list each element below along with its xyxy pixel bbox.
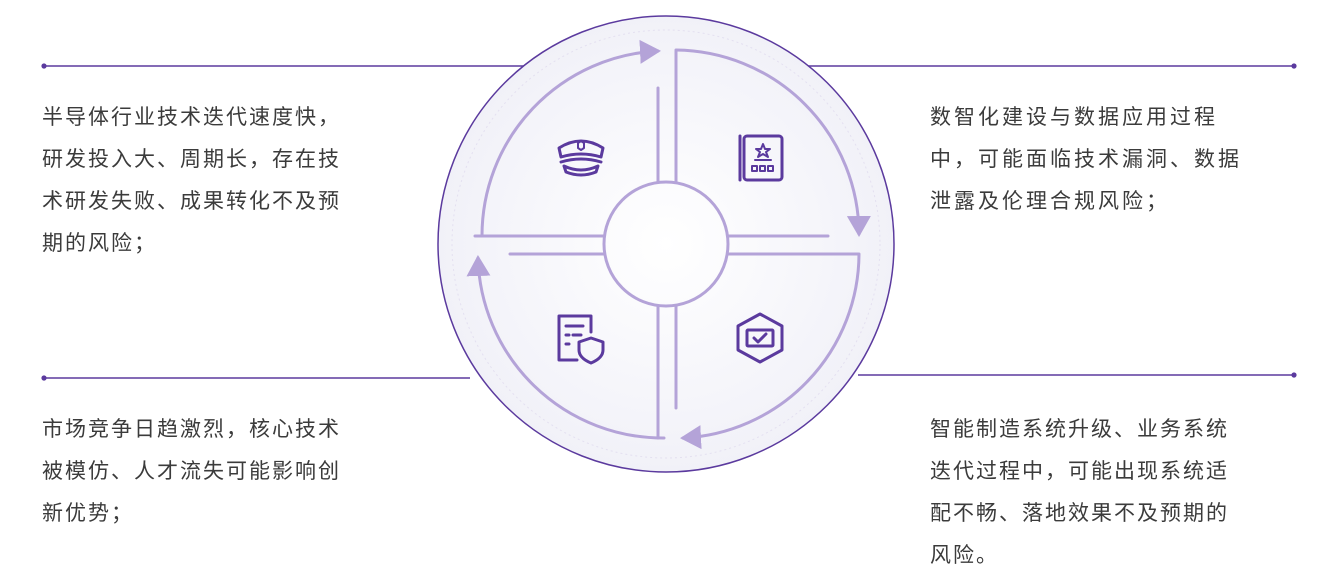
text-line: 市场竞争日趋激烈，核心技术 bbox=[42, 417, 341, 441]
text-line: 迭代过程中，可能出现系统适 bbox=[930, 459, 1229, 483]
connector-top-left bbox=[41, 63, 525, 69]
text-line: 风险。 bbox=[930, 543, 999, 567]
text-line: 中，可能面临技术漏洞、数据 bbox=[930, 147, 1242, 171]
inner-dotted-ring bbox=[451, 29, 881, 459]
hexagon-check-icon bbox=[736, 312, 784, 364]
text-line: 术研发失败、成果转化不及预 bbox=[42, 189, 341, 213]
text-line: 智能制造系统升级、业务系统 bbox=[930, 417, 1229, 441]
risk-text-manufacturing: 智能制造系统升级、业务系统 迭代过程中，可能出现系统适 配不畅、落地效果不及预期… bbox=[930, 408, 1229, 576]
risk-text-data: 数智化建设与数据应用过程 中，可能面临技术漏洞、数据 泄露及伦理合规风险； bbox=[930, 96, 1242, 222]
connector-bottom-left bbox=[41, 375, 470, 381]
text-line: 被模仿、人才流失可能影响创 bbox=[42, 459, 341, 483]
risk-text-technology: 半导体行业技术迭代速度快， 研发投入大、周期长，存在技 术研发失败、成果转化不及… bbox=[42, 96, 341, 264]
connector-top-right bbox=[805, 63, 1297, 69]
text-line: 新优势； bbox=[42, 501, 134, 525]
central-circle bbox=[437, 15, 895, 473]
connector-bottom-right bbox=[858, 372, 1297, 378]
id-badge-icon bbox=[738, 134, 784, 182]
text-line: 配不畅、落地效果不及预期的 bbox=[930, 501, 1229, 525]
document-shield-icon bbox=[557, 314, 605, 365]
quadrant-ring bbox=[466, 39, 871, 450]
text-line: 研发投入大、周期长，存在技 bbox=[42, 147, 341, 171]
text-line: 期的风险； bbox=[42, 231, 157, 255]
text-line: 数智化建设与数据应用过程 bbox=[930, 105, 1218, 129]
text-line: 泄露及伦理合规风险； bbox=[930, 189, 1170, 213]
text-line: 半导体行业技术迭代速度快， bbox=[42, 105, 341, 129]
police-cap-icon bbox=[557, 139, 605, 177]
risk-text-market: 市场竞争日趋激烈，核心技术 被模仿、人才流失可能影响创 新优势； bbox=[42, 408, 341, 534]
